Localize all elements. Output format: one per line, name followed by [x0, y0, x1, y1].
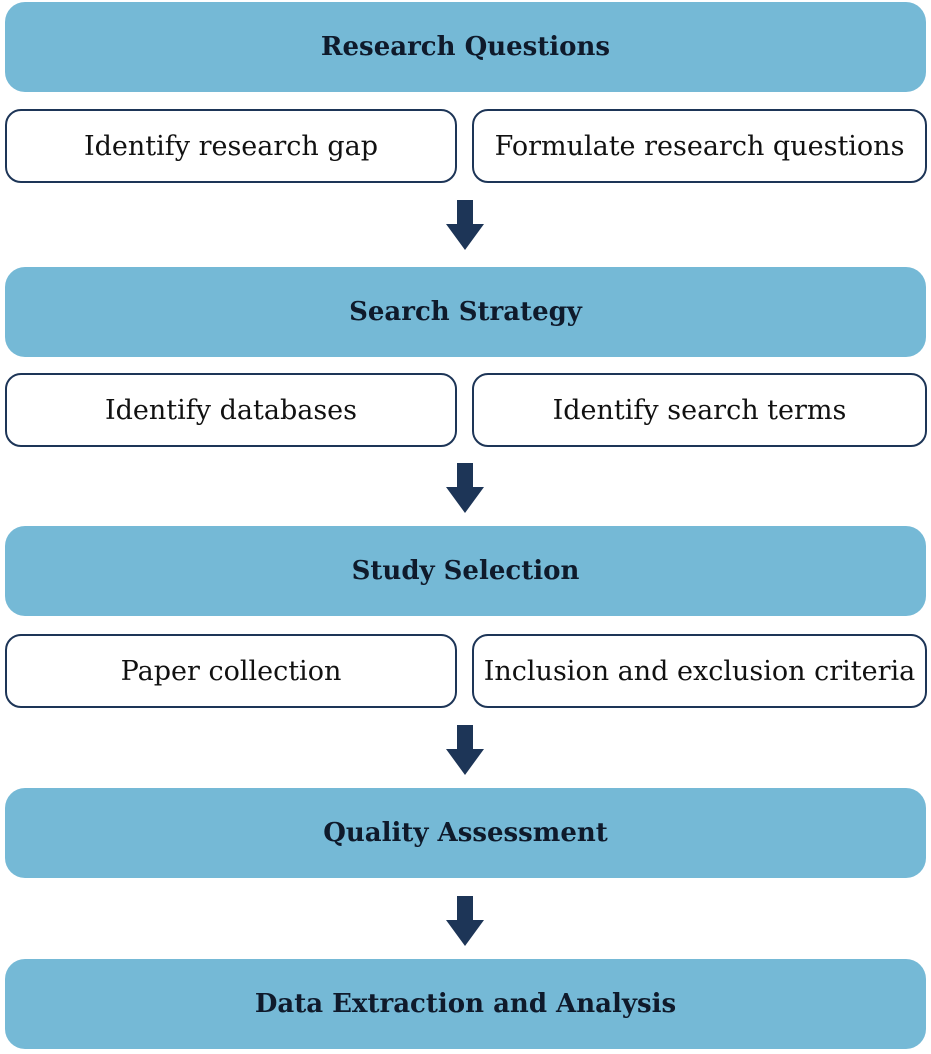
stage-study-selection: Study Selection [5, 526, 926, 616]
step-formulate-research-questions: Formulate research questions [472, 109, 927, 183]
stage-quality-assessment: Quality Assessment [5, 788, 926, 878]
stage-search-strategy: Search Strategy [5, 267, 926, 357]
step-identify-research-gap: Identify research gap [5, 109, 457, 183]
step-identify-databases: Identify databases [5, 373, 457, 447]
stage-research-questions: Research Questions [5, 2, 926, 92]
down-arrow-icon [446, 725, 484, 775]
down-arrow-icon [446, 463, 484, 513]
down-arrow-icon [446, 200, 484, 250]
step-paper-collection: Paper collection [5, 634, 457, 708]
step-label: Identify databases [104, 394, 358, 426]
stage-data-extraction-analysis: Data Extraction and Analysis [5, 959, 926, 1049]
down-arrow-icon [446, 896, 484, 946]
step-label: Identify search terms [552, 394, 847, 426]
stage-title: Search Strategy [349, 297, 582, 327]
stage-title: Data Extraction and Analysis [254, 989, 677, 1019]
step-label: Paper collection [120, 655, 342, 687]
step-identify-search-terms: Identify search terms [472, 373, 927, 447]
stage-title: Research Questions [320, 32, 611, 62]
step-label: Inclusion and exclusion criteria [483, 655, 916, 687]
step-inclusion-exclusion-criteria: Inclusion and exclusion criteria [472, 634, 927, 708]
step-label: Identify research gap [83, 130, 379, 162]
stage-title: Study Selection [351, 556, 580, 586]
step-label: Formulate research questions [494, 130, 905, 162]
stage-title: Quality Assessment [323, 818, 608, 848]
